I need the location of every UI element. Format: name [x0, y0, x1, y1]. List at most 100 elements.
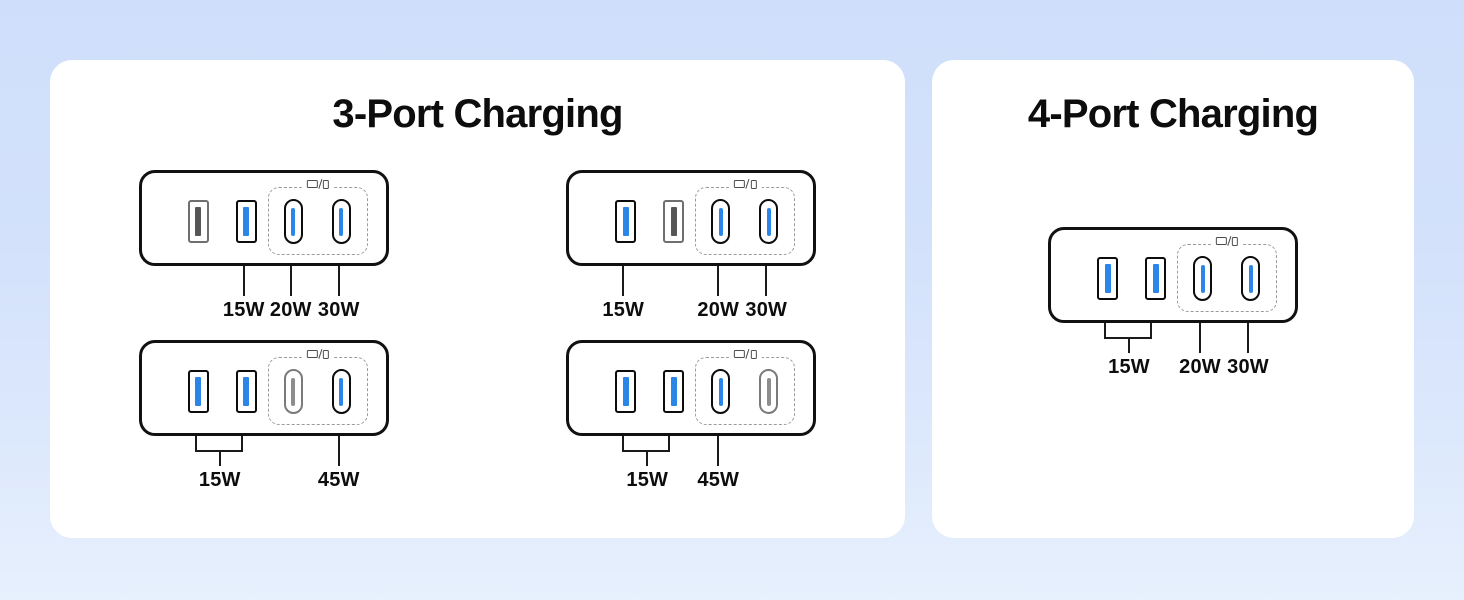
phone-icon — [322, 179, 329, 189]
charger-body — [566, 340, 817, 437]
port-blade — [670, 377, 677, 407]
port-usb-a-2-active — [235, 200, 257, 244]
laptop-icon — [306, 180, 318, 189]
phone-icon — [750, 179, 757, 189]
port-row — [569, 343, 813, 433]
port-usb-c-4-active — [759, 199, 779, 245]
port-usb-c-4-active — [331, 199, 351, 245]
port-usb-a-1-active — [615, 370, 637, 414]
slash-icon — [318, 349, 323, 360]
wattage-leader-line — [1247, 323, 1249, 353]
charger-body — [566, 170, 817, 267]
wattage-label: 20W — [269, 299, 312, 322]
device-cell: 15W 45W — [50, 340, 478, 510]
wattage-leader-line — [337, 266, 340, 297]
wattage-label: 15W — [198, 469, 241, 492]
wattage-label: 45W — [697, 469, 740, 492]
port-usb-c-3-active — [1193, 256, 1212, 301]
port-blade — [243, 207, 250, 237]
slash-icon — [745, 179, 750, 190]
laptop-icon — [1215, 237, 1227, 245]
port-usb-c-3-active — [283, 199, 303, 245]
wattage-label: 45W — [317, 469, 360, 492]
device-3port-c: 15W 45W — [138, 340, 389, 510]
wattage-label: 30W — [317, 299, 360, 322]
port-blade — [1200, 264, 1205, 293]
wattage-legend: 15W 45W — [139, 436, 389, 510]
wattage-bracket-stem — [218, 452, 221, 467]
port-usb-a-2-inactive — [663, 200, 685, 244]
port-blade — [622, 377, 629, 407]
card-3-port-title: 3-Port Charging — [332, 92, 623, 136]
port-blade — [339, 377, 344, 406]
usb-c-group-outline — [267, 349, 368, 426]
port-blade — [1152, 264, 1159, 293]
port-usb-a-1-active — [187, 370, 209, 414]
device-cell: 15W 45W — [478, 340, 906, 510]
port-blade — [243, 377, 250, 407]
wattage-label: 15W — [602, 299, 645, 322]
laptop-phone-icon — [1210, 236, 1244, 246]
usb-c-group-outline — [695, 179, 796, 256]
wattage-leader-line — [242, 266, 245, 297]
slash-icon — [745, 349, 750, 360]
port-blade — [291, 207, 296, 236]
wattage-leader-line — [717, 266, 720, 297]
laptop-icon — [734, 180, 746, 189]
usb-c-group-outline — [1177, 236, 1277, 312]
slash-icon — [1227, 236, 1232, 246]
wattage-label: 20W — [1179, 356, 1221, 378]
wattage-bracket — [622, 436, 671, 453]
laptop-phone-icon — [301, 349, 334, 360]
wattage-label: 20W — [697, 299, 740, 322]
port-blade — [339, 207, 344, 236]
port-blade — [622, 207, 629, 237]
port-usb-a-1-inactive — [187, 200, 209, 244]
port-usb-c-4-inactive — [759, 369, 779, 415]
port-usb-c-3-inactive — [283, 369, 303, 415]
port-blade — [766, 207, 771, 236]
wattage-bracket-stem — [1128, 339, 1130, 353]
port-blade — [718, 377, 723, 406]
port-usb-a-2-active — [235, 370, 257, 414]
port-blade — [195, 207, 202, 237]
wattage-label: 15W — [222, 299, 265, 322]
wattage-bracket — [194, 436, 243, 453]
port-usb-c-3-active — [711, 369, 731, 415]
wattage-bracket — [1104, 323, 1152, 339]
usb-c-group-outline — [695, 349, 796, 426]
wattage-leader-line — [337, 436, 340, 467]
port-usb-c-3-active — [711, 199, 731, 245]
port-blade — [291, 377, 296, 406]
port-usb-a-2-active — [663, 370, 685, 414]
port-blade — [718, 207, 723, 236]
phone-icon — [1232, 236, 1239, 246]
port-blade — [195, 377, 202, 407]
port-usb-a-2-active — [1145, 257, 1166, 300]
port-blade — [766, 377, 771, 406]
port-blade — [1248, 264, 1253, 293]
wattage-legend: 15W 45W — [566, 436, 816, 510]
wattage-label: 15W — [626, 469, 669, 492]
phone-icon — [322, 349, 329, 359]
phone-icon — [750, 349, 757, 359]
port-row — [142, 343, 386, 433]
port-usb-a-1-active — [615, 200, 637, 244]
charger-body — [138, 170, 389, 267]
laptop-phone-icon — [729, 179, 762, 190]
port-row — [569, 173, 813, 263]
device-3port-d: 15W 45W — [566, 340, 817, 510]
port-usb-c-4-active — [1241, 256, 1260, 301]
wattage-label: 30W — [745, 299, 788, 322]
